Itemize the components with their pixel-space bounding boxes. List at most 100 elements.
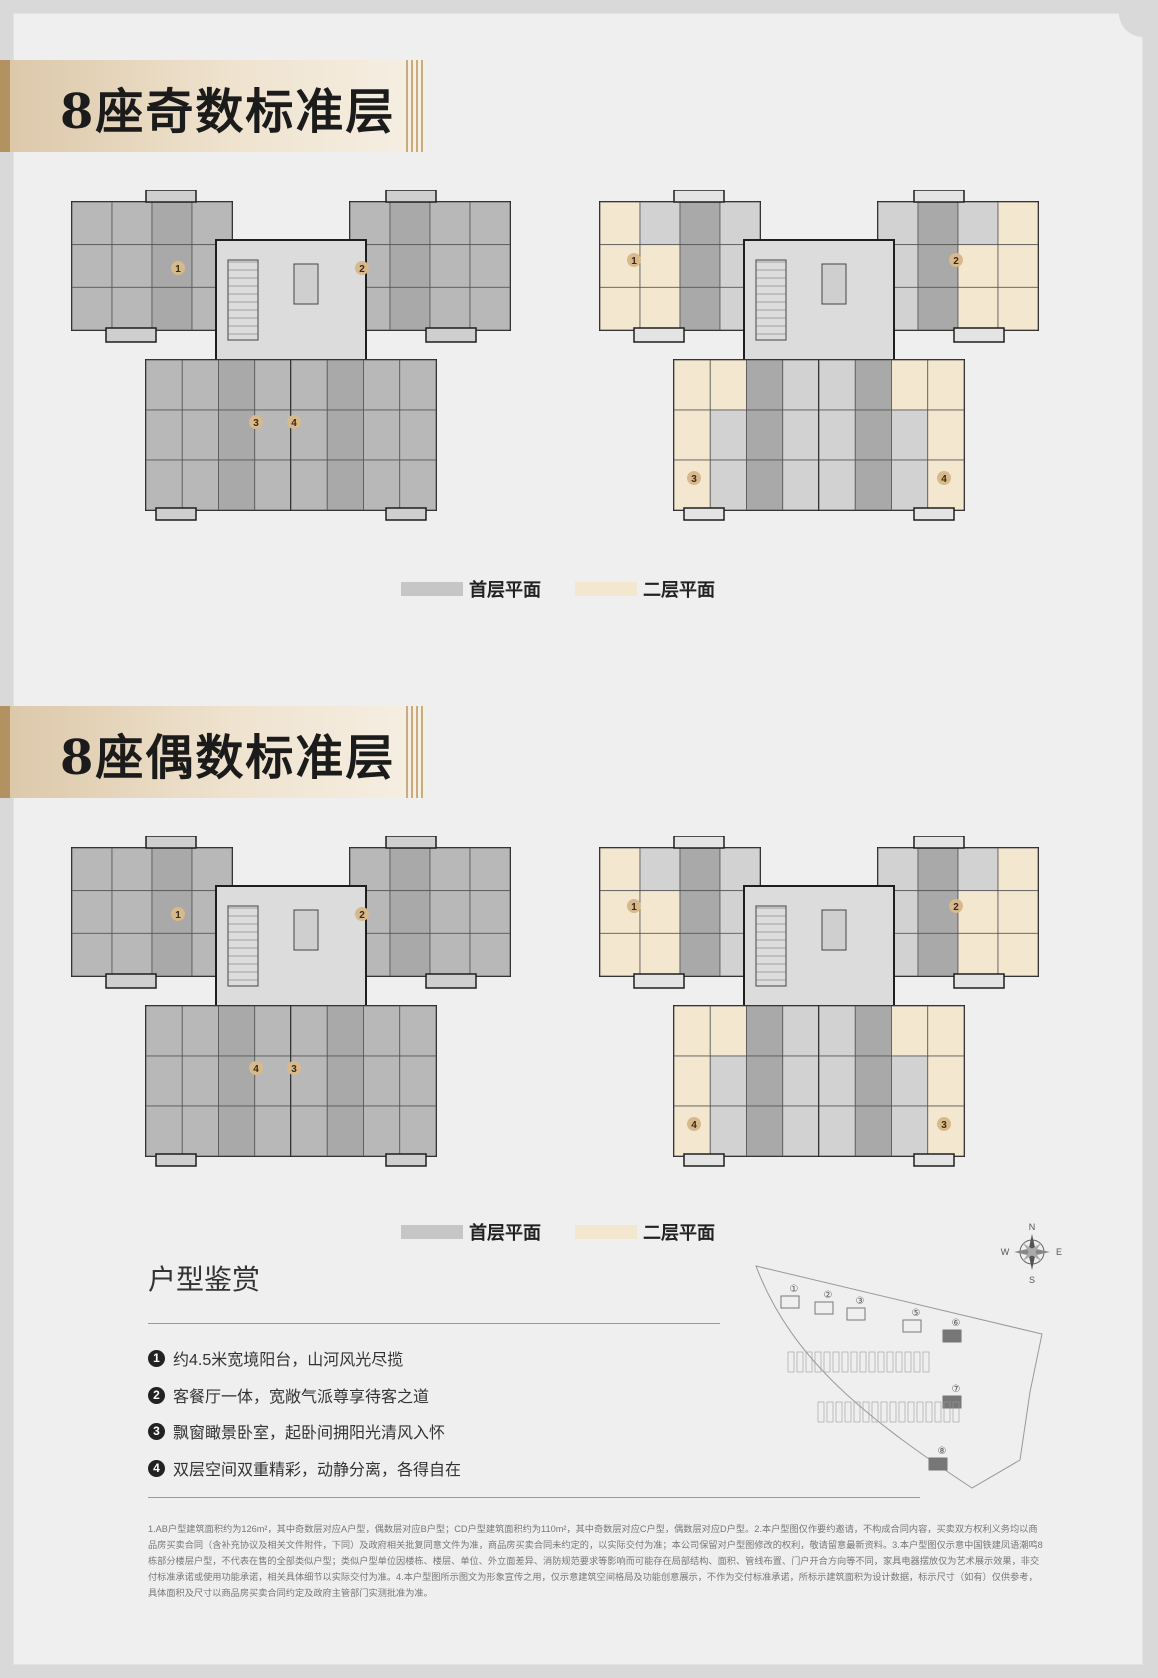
- room: [818, 459, 856, 511]
- room: [399, 409, 437, 461]
- balcony: [673, 836, 725, 849]
- room: [997, 201, 1039, 246]
- site-lot: [895, 1351, 903, 1373]
- room: [389, 244, 431, 288]
- room: [469, 890, 511, 934]
- room: [218, 1055, 256, 1107]
- unit-marker: [627, 253, 641, 267]
- legend-swatch-ground: [401, 1225, 463, 1239]
- site-building-label: ⑧: [938, 1446, 947, 1457]
- room: [891, 409, 929, 461]
- room: [639, 286, 681, 331]
- unit-marker: [249, 1061, 263, 1075]
- room: [145, 409, 183, 461]
- room: [389, 890, 431, 934]
- compass-e: E: [1056, 1247, 1062, 1257]
- room: [389, 847, 431, 892]
- balcony: [683, 1153, 725, 1167]
- room: [363, 359, 401, 411]
- site-lot: [898, 1401, 906, 1423]
- balcony: [425, 973, 477, 989]
- balcony: [913, 507, 955, 521]
- unit-number: 1: [175, 910, 181, 921]
- room: [746, 409, 784, 461]
- room: [389, 286, 431, 331]
- room: [218, 1005, 256, 1057]
- room: [151, 932, 193, 977]
- room: [679, 201, 721, 246]
- room: [957, 201, 999, 246]
- room: [326, 409, 364, 461]
- balcony: [105, 973, 157, 989]
- unit-number: 4: [941, 474, 947, 485]
- balcony: [385, 190, 437, 203]
- divider: [148, 1323, 720, 1324]
- room: [429, 286, 471, 331]
- room: [290, 359, 328, 411]
- unit-number: 3: [691, 474, 697, 485]
- unit-number: 2: [953, 902, 959, 913]
- room: [599, 847, 641, 892]
- room: [363, 459, 401, 511]
- room: [151, 286, 193, 331]
- room: [399, 1005, 437, 1057]
- room: [679, 847, 721, 892]
- room: [854, 359, 892, 411]
- room: [429, 201, 471, 246]
- unit-marker: [171, 907, 185, 921]
- site-lot: [868, 1351, 876, 1373]
- room: [639, 847, 681, 892]
- room: [389, 932, 431, 977]
- section-title-even: 8座偶数标准层: [60, 730, 396, 786]
- compass-n: N: [1029, 1222, 1036, 1232]
- site-lot: [889, 1401, 897, 1423]
- room: [71, 847, 113, 892]
- site-lot: [844, 1401, 852, 1423]
- unit-number: 2: [359, 264, 365, 275]
- unit-marker: [937, 471, 951, 485]
- legend-swatch-ground: [401, 582, 463, 596]
- unit-marker: [687, 1117, 701, 1131]
- room: [891, 359, 929, 411]
- room: [363, 1005, 401, 1057]
- site-lot: [796, 1351, 804, 1373]
- unit-marker: [627, 899, 641, 913]
- room: [429, 847, 471, 892]
- room: [469, 244, 511, 288]
- balcony: [155, 507, 197, 521]
- core: [215, 885, 367, 1007]
- stair: [755, 905, 787, 987]
- room: [818, 1005, 856, 1057]
- section-title-odd: 8座奇数标准层: [60, 84, 396, 140]
- legend-ground-even: 首层平面: [401, 1219, 541, 1245]
- room: [254, 459, 292, 511]
- room: [997, 244, 1039, 288]
- unit-marker: [949, 253, 963, 267]
- feature-number-badge: 2: [148, 1386, 165, 1404]
- room: [997, 847, 1039, 892]
- balcony: [913, 836, 965, 849]
- room: [709, 459, 747, 511]
- room: [181, 1105, 219, 1157]
- room: [469, 286, 511, 331]
- site-lot: [826, 1401, 834, 1423]
- room: [927, 1055, 965, 1107]
- room: [709, 1055, 747, 1107]
- compass-s: S: [1029, 1275, 1035, 1285]
- room: [599, 286, 641, 331]
- balcony: [105, 327, 157, 343]
- elevator: [293, 909, 319, 951]
- room: [917, 201, 959, 246]
- room: [218, 359, 256, 411]
- site-lot: [877, 1351, 885, 1373]
- room: [917, 890, 959, 934]
- site-building-label: ③: [856, 1296, 865, 1307]
- room: [145, 359, 183, 411]
- room: [746, 359, 784, 411]
- balcony: [953, 973, 1005, 989]
- legend-ground-odd: 首层平面: [401, 576, 541, 602]
- core: [215, 239, 367, 361]
